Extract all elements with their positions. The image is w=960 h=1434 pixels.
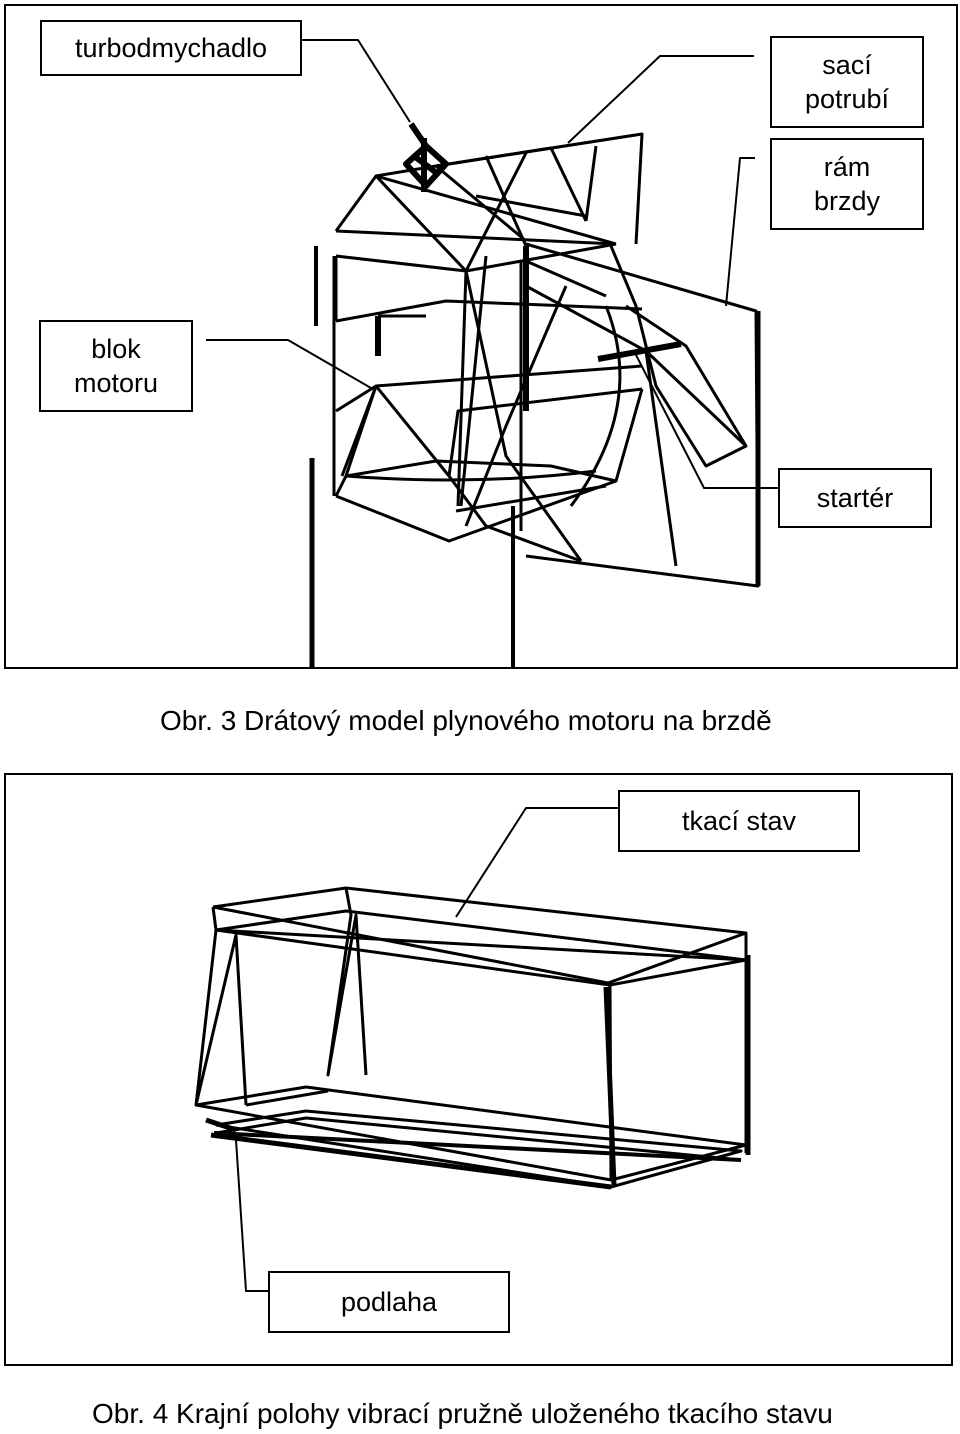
figure-4-panel: tkací stav podlaha	[4, 773, 953, 1366]
loom-wireframe-model	[194, 807, 751, 1292]
intake-manifold-label: sací potrubí	[770, 36, 924, 128]
floor-label: podlaha	[268, 1271, 510, 1333]
starter-label: startér	[778, 468, 932, 528]
figure-3-panel: turbodmychadlo sací potrubí rám brzdy bl…	[4, 4, 958, 669]
loom-label: tkací stav	[618, 790, 860, 852]
figure-3-caption: Obr. 3 Drátový model plynového motoru na…	[160, 705, 772, 736]
turbocharger-label: turbodmychadlo	[40, 20, 302, 76]
engine-block-label: blok motoru	[39, 320, 193, 412]
engine-wireframe-model	[206, 39, 778, 667]
brake-frame-label: rám brzdy	[770, 138, 924, 230]
figure-4-caption: Obr. 4 Krajní polohy vibrací pružně ulož…	[92, 1398, 833, 1429]
